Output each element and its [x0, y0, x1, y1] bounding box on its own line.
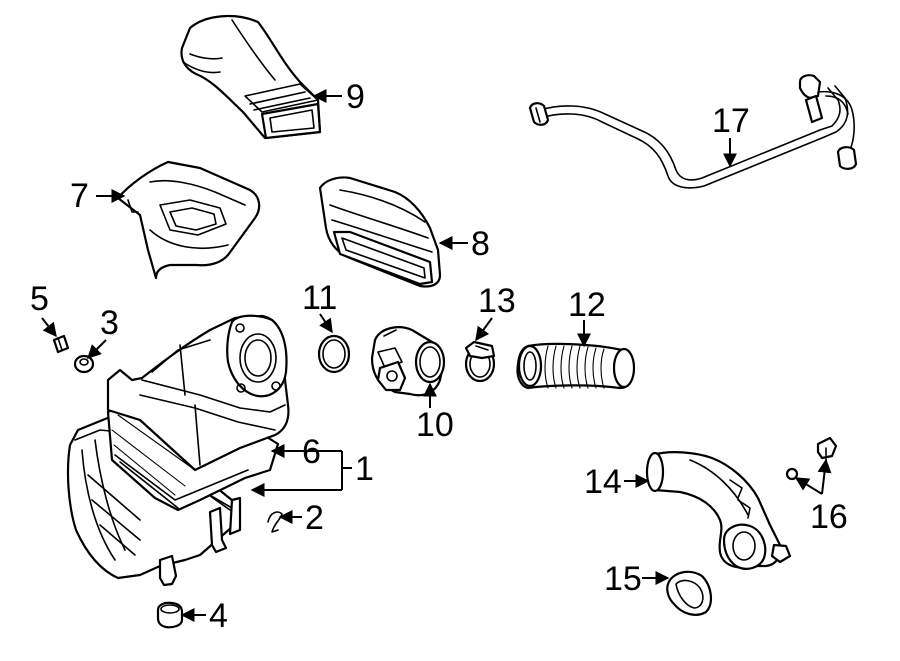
part-7-cover — [116, 160, 261, 280]
part-16-sensor — [785, 436, 838, 481]
part-8-inlet-duct — [318, 176, 442, 288]
callout-9: 9 — [346, 78, 365, 116]
part-11-seal-ring — [317, 334, 351, 374]
part-1-air-cleaner-assembly — [66, 314, 290, 587]
callout-12: 12 — [568, 286, 606, 324]
part-12-corrugated-hose — [516, 342, 636, 390]
callout-4: 4 — [209, 597, 228, 635]
callout-14: 14 — [584, 463, 622, 501]
callout-labels: 9 7 8 17 5 3 11 13 12 10 6 1 2 4 14 15 1… — [30, 78, 848, 635]
callout-5: 5 — [30, 280, 49, 318]
leader-lines — [41, 89, 832, 622]
part-10-air-flow-sensor — [370, 326, 446, 397]
part-3-grommet — [73, 354, 95, 374]
callout-7: 7 — [70, 177, 89, 215]
part-2-clip — [267, 511, 283, 533]
part-17-vent-hose — [528, 74, 858, 189]
callout-6: 6 — [302, 433, 321, 471]
callout-2: 2 — [305, 499, 324, 537]
callout-16: 16 — [810, 498, 848, 536]
callout-10: 10 — [416, 406, 454, 444]
part-5-plug — [52, 334, 70, 354]
part-9-intake-duct — [180, 15, 322, 140]
callout-3: 3 — [100, 304, 119, 342]
callout-13: 13 — [478, 282, 516, 320]
part-13-hose-clamp — [464, 340, 496, 383]
part-4-grommet — [156, 601, 184, 629]
callout-15: 15 — [604, 560, 642, 598]
callout-11: 11 — [302, 279, 337, 317]
part-15-seal — [666, 570, 712, 616]
callout-8: 8 — [471, 225, 490, 263]
callout-17: 17 — [712, 102, 750, 140]
part-14-outlet-tube — [645, 451, 792, 570]
callout-1: 1 — [355, 450, 374, 488]
